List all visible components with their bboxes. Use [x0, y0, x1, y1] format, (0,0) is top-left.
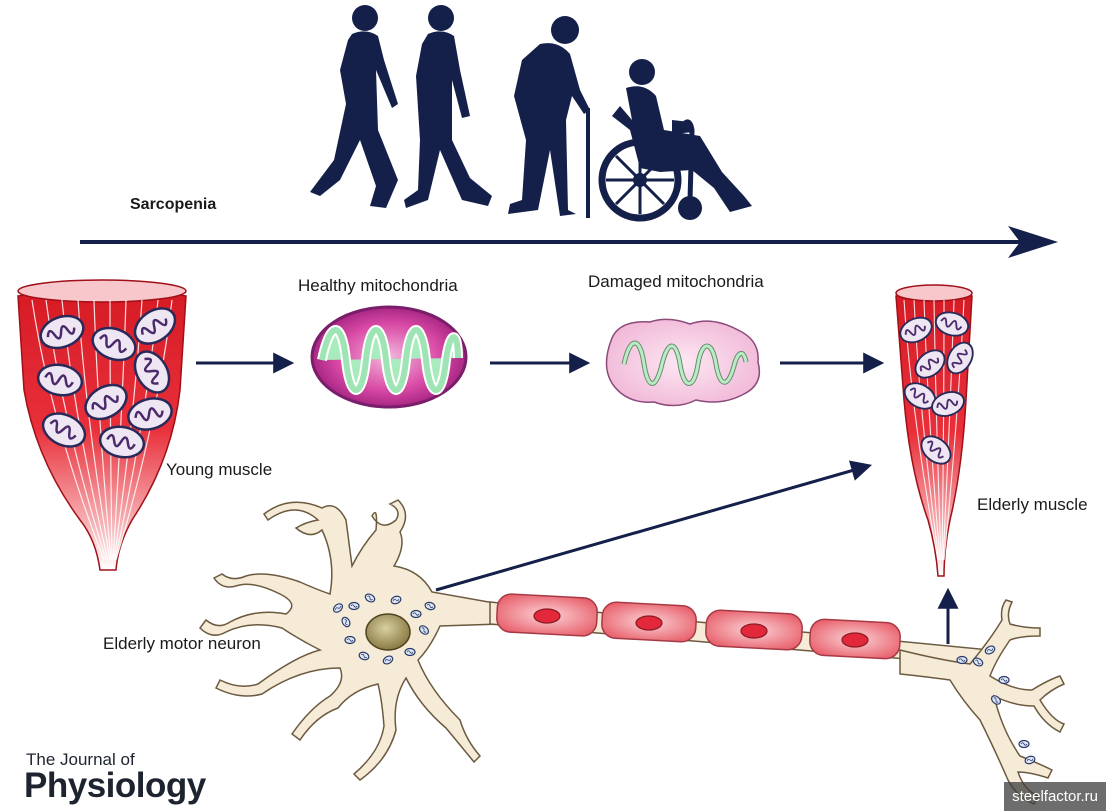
motor-neuron-label: Elderly motor neuron [103, 634, 261, 653]
young-muscle [17, 279, 187, 571]
healthy-mitochondria-label: Healthy mitochondria [298, 276, 458, 295]
journal-name-line1: The Journal of [26, 750, 135, 769]
healthy-mitochondrion [310, 305, 468, 409]
elderly-muscle [895, 284, 979, 577]
myelin-sheaths [496, 593, 901, 660]
sarcopenia-label: Sarcopenia [130, 196, 217, 213]
damaged-mitochondria-label: Damaged mitochondria [588, 272, 764, 291]
person-with-cane-icon [508, 16, 590, 218]
sarcopenia-arrow [80, 226, 1058, 258]
walking-person-icon [404, 5, 492, 208]
elderly-muscle-label: Elderly muscle [977, 495, 1088, 514]
person-in-wheelchair-icon [598, 59, 752, 222]
young-muscle-label: Young muscle [166, 460, 273, 479]
damaged-mitochondrion [605, 318, 761, 407]
arrow-neuron-to-muscle [435, 460, 873, 592]
journal-name-line2: Physiology [24, 766, 206, 805]
watermark: steelfactor.ru [1004, 782, 1106, 811]
walking-person-icon [310, 5, 398, 208]
